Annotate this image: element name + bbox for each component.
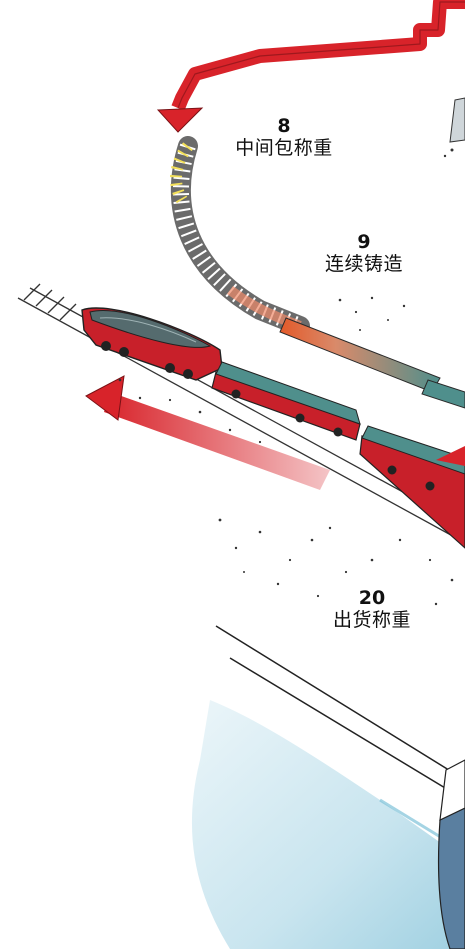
- top-return-arrow-icon: [156, 0, 465, 133]
- flatcar-icon: [211, 361, 465, 549]
- step-number: 8: [277, 115, 291, 137]
- step-number: 20: [358, 587, 386, 609]
- gravel-dots: [118, 296, 454, 606]
- shipment-direction-arrow-icon: [85, 375, 330, 490]
- step-label: 中间包称重: [235, 136, 333, 159]
- locomotive-icon: [81, 307, 223, 381]
- step-label: 出货称重: [332, 608, 411, 631]
- ship-hull-icon: [437, 759, 465, 949]
- step-8-tundish-weighing: 8 中间包称重: [222, 115, 346, 160]
- steel-slab-icon: [279, 317, 465, 409]
- water-area: [191, 700, 465, 949]
- dock-lines: [215, 625, 465, 801]
- step-20-shipment-weighing: 20 出货称重: [318, 587, 426, 632]
- step-label: 连续铸造: [324, 252, 403, 275]
- step-number: 9: [357, 231, 371, 253]
- step-9-continuous-casting: 9 连续铸造: [310, 231, 418, 276]
- small-red-arrow-icon: [436, 446, 465, 466]
- ladle-equipment-icon: [443, 97, 465, 158]
- caster-segments-icon: [170, 136, 310, 336]
